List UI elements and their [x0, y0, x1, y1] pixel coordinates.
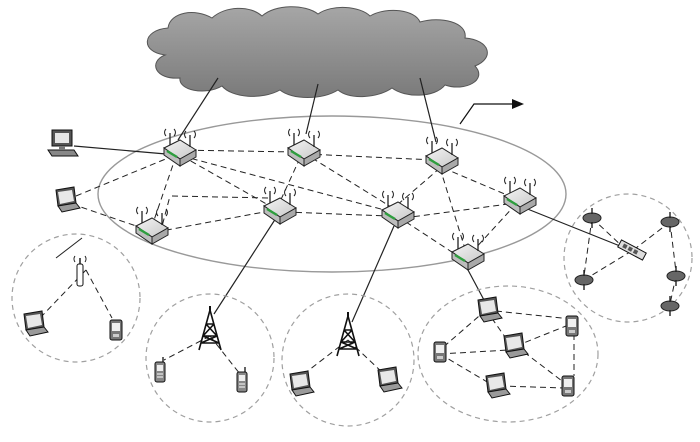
sensor-node-icon: [574, 269, 594, 291]
pda-icon: [109, 319, 123, 341]
sensor-node-icon: [660, 211, 680, 233]
laptop-icon: [485, 372, 511, 399]
mesh-backbone-boundary: [97, 115, 567, 273]
laptop-icon: [503, 332, 529, 359]
wired-links: [73, 145, 621, 323]
laptop-icon: [23, 310, 49, 337]
internet-cloud-icon: [146, 6, 488, 98]
pda-icon: [565, 315, 579, 337]
pda-icon: [433, 341, 447, 363]
mobile-phone-icon: [154, 356, 166, 383]
mobile-phone-icon: [236, 366, 248, 393]
router-3: [424, 135, 460, 176]
router-6: [262, 185, 298, 226]
router-4: [502, 175, 538, 216]
laptop-icon: [477, 296, 503, 323]
router-8: [450, 231, 486, 272]
cellular-cluster-2: [281, 293, 415, 427]
cellular-cluster-1: [145, 293, 275, 423]
gateway-links: [177, 77, 437, 143]
adhoc-cluster: [417, 285, 599, 423]
sensor-gateway-icon: [617, 239, 647, 261]
laptop-icon: [55, 186, 81, 213]
sensor-node-icon: [666, 265, 686, 287]
cell-tower-icon: [198, 305, 222, 351]
wireless-links: [39, 149, 677, 389]
cell-tower-icon: [336, 311, 360, 357]
access-point-icon: [73, 255, 87, 287]
wifi-access-cluster: [11, 233, 141, 363]
router-7: [380, 189, 416, 230]
sensor-node-icon: [582, 207, 602, 229]
laptop-icon: [289, 370, 315, 397]
sensor-node-icon: [660, 295, 680, 317]
laptop-icon: [377, 366, 403, 393]
arrow-out-icon: [459, 99, 524, 125]
pda-icon: [561, 375, 575, 397]
desktop-computer-icon: [47, 129, 79, 157]
sensor-cluster: [563, 193, 693, 323]
